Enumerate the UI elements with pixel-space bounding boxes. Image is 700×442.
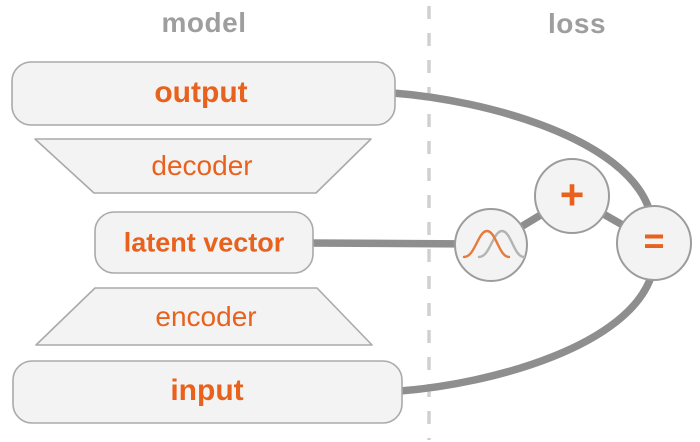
equals-node — [616, 205, 692, 281]
encoder-trapezoid — [35, 287, 373, 346]
latent-to-distribution-connector — [307, 239, 479, 248]
gaussian-gray-curve — [477, 229, 526, 259]
decoder-label: decoder — [151, 150, 253, 181]
loss-section-title: loss — [547, 8, 607, 39]
output-label: output — [154, 76, 248, 109]
output-to-equals-connector — [392, 89, 654, 214]
decoder-trapezoid — [34, 138, 372, 194]
gaussian-orange-curve — [462, 229, 511, 259]
model-section-title: model — [161, 7, 247, 38]
plus-node — [534, 158, 610, 234]
latent-vector-label: latent vector — [123, 227, 285, 258]
input-label: input — [170, 374, 244, 407]
encoder-label: encoder — [155, 301, 257, 332]
plus-symbol: + — [559, 171, 585, 218]
latent-vector-box — [94, 211, 314, 274]
gaussian-curves-icon — [462, 229, 526, 259]
output-box — [11, 61, 396, 126]
equals-symbol: = — [643, 220, 665, 261]
input-box — [12, 360, 403, 424]
input-to-equals-connector — [399, 272, 656, 395]
